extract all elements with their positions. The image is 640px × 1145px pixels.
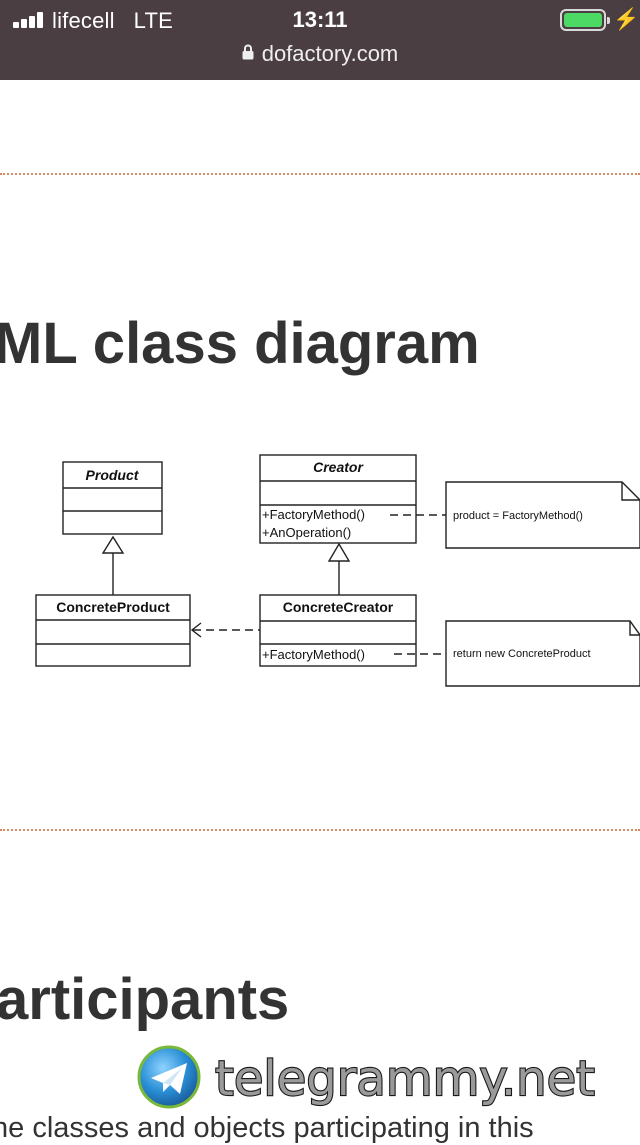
section-heading: ML class diagram: [0, 311, 480, 376]
carrier-name: lifecell: [52, 8, 115, 33]
concrete-creator-method-factory: +FactoryMethod(): [262, 647, 365, 662]
section-divider-bottom: [0, 829, 640, 831]
section-divider: [0, 173, 640, 175]
creator-method-operation: +AnOperation(): [262, 525, 351, 540]
address-bar[interactable]: dofactory.com: [0, 41, 640, 68]
charging-bolt-icon: ⚡: [613, 8, 640, 31]
network-type: LTE: [133, 8, 173, 33]
creator-class-name: Creator: [313, 459, 364, 475]
watermark-text: telegrammy.net: [215, 1051, 595, 1107]
battery-icon: [560, 9, 610, 31]
note-concrete-creator-text: return new ConcreteProduct: [453, 648, 591, 660]
lock-icon: [242, 40, 254, 66]
uml-class-diagram: Product Creator +FactoryMethod() +AnOper…: [35, 454, 640, 687]
product-class-name: Product: [86, 467, 140, 483]
concrete-creator-class-name: ConcreteCreator: [283, 599, 394, 615]
clock: 13:11: [292, 7, 348, 32]
participants-heading: articipants: [0, 967, 290, 1032]
participants-intro-text: he classes and objects participating in …: [0, 1112, 534, 1144]
url-text: dofactory.com: [261, 41, 399, 66]
concrete-product-class-name: ConcreteProduct: [56, 599, 170, 615]
telegrammy-watermark: telegrammy.net: [137, 1045, 596, 1109]
status-bar: lifecell LTE 13:11 ⚡ dofactory.com: [0, 0, 640, 80]
telegram-globe-icon: [137, 1045, 201, 1109]
creator-method-factory: +FactoryMethod(): [262, 507, 365, 522]
note-creator-text: product = FactoryMethod(): [453, 510, 583, 522]
